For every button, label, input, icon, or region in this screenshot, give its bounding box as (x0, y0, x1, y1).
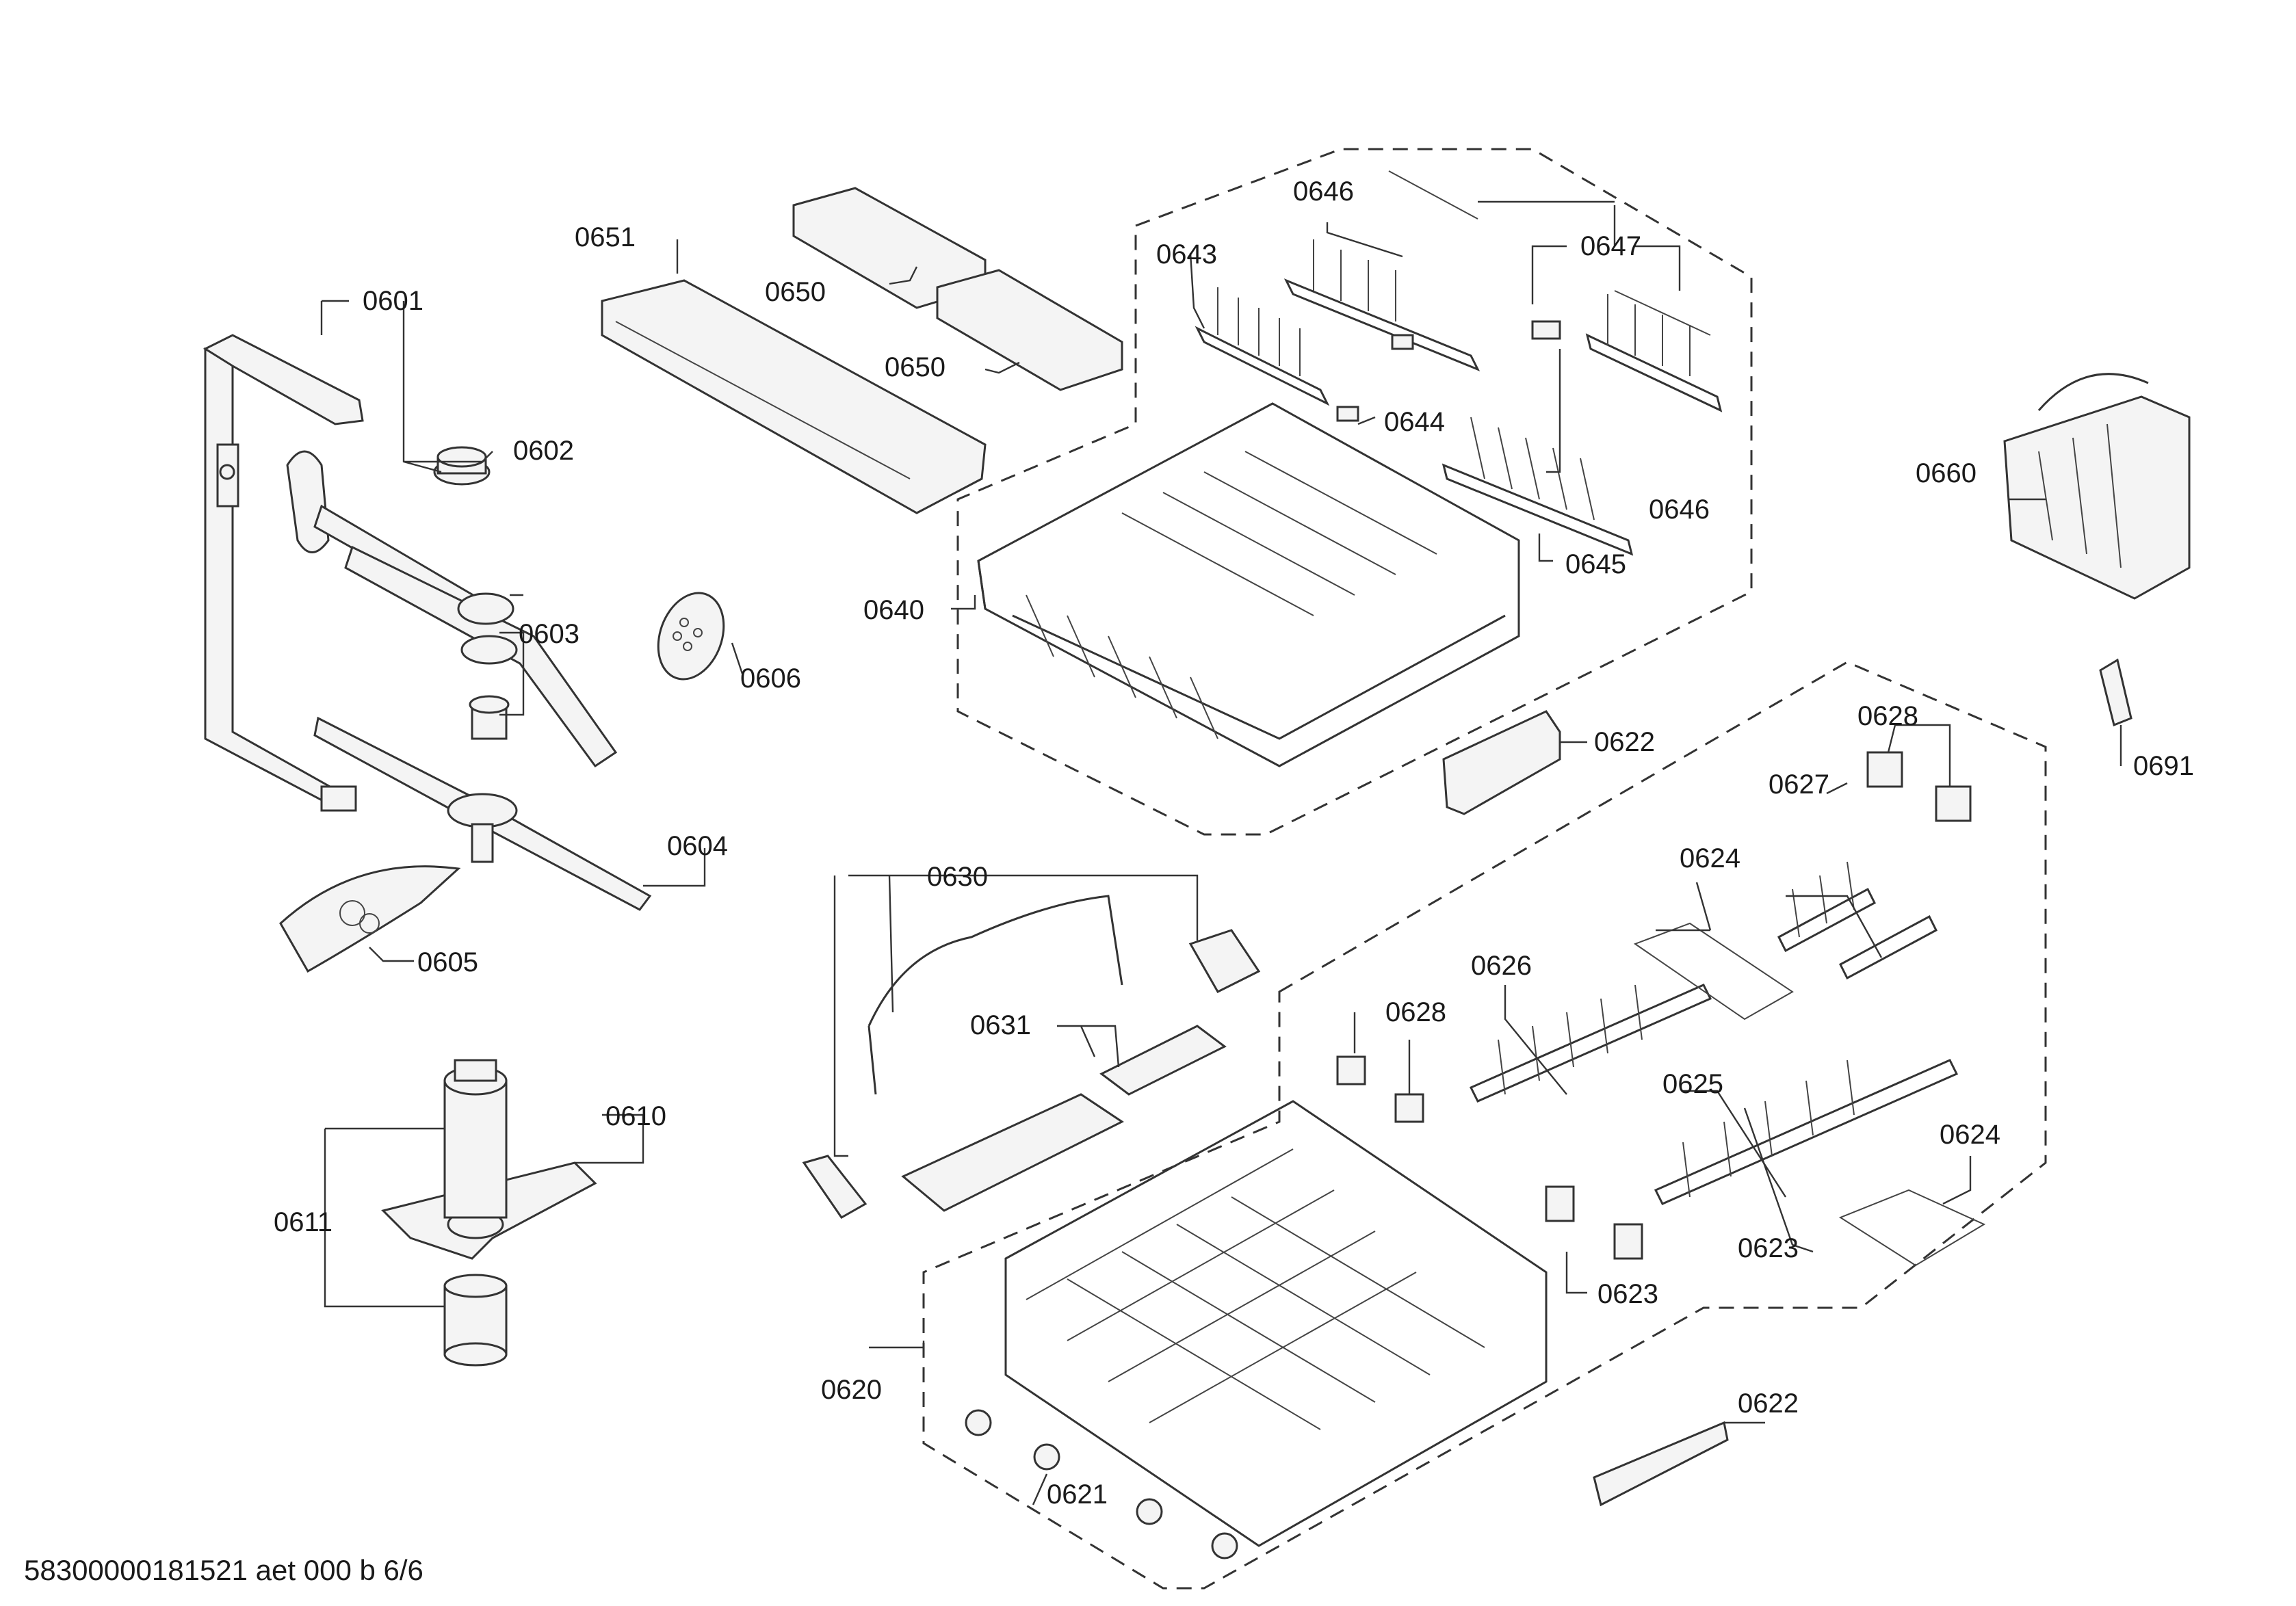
cup-rack-0643 (1195, 287, 1330, 406)
callout-0620: 0620 (821, 1375, 882, 1405)
plate-rack-0625 (1654, 1059, 1959, 1205)
callout-0624-lower: 0624 (1940, 1120, 2000, 1150)
callout-0601: 0601 (363, 286, 423, 316)
rack-0645 (1441, 417, 1634, 556)
callout-0660: 0660 (1916, 458, 1977, 488)
leader-lines (320, 200, 2122, 1505)
spray-supply-pipe (203, 334, 364, 812)
wheels-0621 (965, 1409, 1238, 1559)
wire-rack-0630 (802, 895, 1261, 1219)
callout-0603: 0603 (519, 619, 579, 649)
upper-basket-outline (956, 148, 1753, 836)
callout-0644: 0644 (1384, 407, 1445, 437)
cutlery-insert-lower (936, 269, 1123, 391)
callout-0611: 0611 (274, 1207, 332, 1237)
upper-basket (977, 402, 1520, 767)
callout-labels: 0601 0602 0603 0604 0605 0606 0610 0611 … (274, 176, 2194, 1510)
callout-0651: 0651 (575, 222, 636, 252)
callout-0630: 0630 (927, 862, 988, 892)
lower-spray-arm (313, 716, 652, 911)
callout-0646-right: 0646 (1649, 495, 1710, 525)
callout-0606: 0606 (740, 663, 801, 694)
callout-0650-upper: 0650 (765, 277, 826, 307)
callout-0650-lower: 0650 (885, 352, 945, 382)
filter-disc (657, 592, 725, 681)
sump-filter-assembly (381, 1059, 597, 1367)
callout-0610: 0610 (605, 1101, 666, 1131)
callout-0647: 0647 (1580, 231, 1641, 261)
clips-0623 (1545, 1185, 1643, 1260)
callout-0624-upper: 0624 (1680, 843, 1740, 873)
upper-spray-arm (286, 450, 618, 768)
callout-0622-lower: 0622 (1738, 1388, 1799, 1419)
cup-rack-0646-right (1585, 290, 1723, 412)
callout-0623-lower: 0623 (1597, 1279, 1658, 1309)
callout-0604: 0604 (667, 831, 728, 861)
callout-0602: 0602 (513, 436, 574, 466)
document-number: 58300000181521 aet 000 b 6/6 (24, 1554, 423, 1586)
spray-arm-nut (433, 446, 491, 486)
cutlery-basket (2003, 373, 2191, 600)
callout-0626: 0626 (1471, 951, 1532, 981)
callout-0631: 0631 (970, 1010, 1031, 1040)
callout-0623-right: 0623 (1738, 1233, 1799, 1263)
clips-0628 (1336, 751, 1972, 1123)
handle-0622-upper (1442, 710, 1561, 815)
callout-0625: 0625 (1662, 1069, 1723, 1099)
lower-basket-outline (922, 661, 2047, 1590)
callout-0627: 0627 (1769, 769, 1829, 800)
callout-0605: 0605 (417, 947, 478, 977)
callout-0621: 0621 (1047, 1479, 1108, 1510)
spray-deflector (279, 865, 461, 973)
clips-0644 (1336, 320, 1561, 422)
clips-0624-lower (1838, 1189, 1986, 1267)
callout-0643: 0643 (1156, 239, 1217, 269)
cup-rack-0646-top (1283, 170, 1480, 371)
handle-0622-lower (1593, 1421, 1729, 1507)
cutlery-insert-0631 (901, 1025, 1227, 1212)
callout-0691: 0691 (2133, 751, 2194, 781)
callout-0646-upper: 0646 (1293, 176, 1354, 207)
clip-0691 (2099, 658, 2132, 727)
callout-0640: 0640 (863, 595, 924, 625)
plate-rack-0627 (1777, 861, 1938, 980)
callout-0628-upper: 0628 (1857, 701, 1918, 731)
callout-0622-upper: 0622 (1594, 727, 1655, 757)
plate-rack-0626 (1469, 984, 1712, 1103)
callout-0628-lower: 0628 (1385, 997, 1446, 1027)
callout-0645: 0645 (1565, 549, 1626, 579)
cutlery-drawer (601, 279, 987, 514)
lower-basket (1004, 1100, 1548, 1547)
